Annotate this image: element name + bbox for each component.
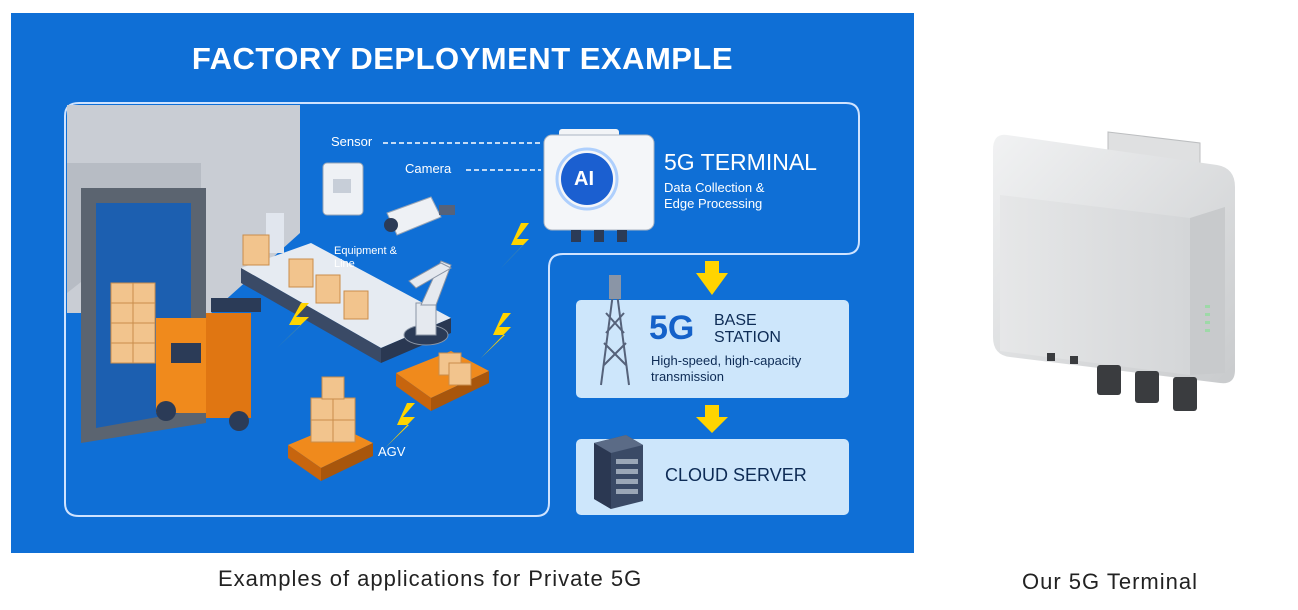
left-caption: Examples of applications for Private 5G: [218, 566, 643, 591]
scene-frame: [64, 102, 860, 517]
agv-1: [396, 351, 489, 411]
terminal-title: 5G TERMINAL: [664, 149, 817, 175]
terminal-device: [543, 129, 655, 242]
equipment-label-line1: Equipment &: [334, 245, 397, 257]
equipment-label-line2: Line: [334, 258, 355, 270]
base-station-box: [576, 300, 849, 398]
sensor-label: Sensor: [331, 134, 373, 149]
terminal-desc-line1: Data Collection &: [664, 180, 765, 195]
agv-label: AGV: [378, 444, 406, 459]
conveyor-side: [241, 268, 381, 363]
agv-2: [288, 376, 373, 481]
bolt-icon-3: [481, 313, 511, 358]
forklift: [156, 298, 261, 431]
terminal-product-image: [993, 131, 1235, 411]
cloud-server-box: [576, 439, 849, 515]
tower-icon: [600, 275, 630, 386]
base-station-desc-line1: High-speed, high-capacity: [651, 353, 802, 368]
base-station-title-line1: BASE: [714, 312, 757, 329]
camera-label: Camera: [405, 161, 452, 176]
camera-device: [384, 196, 455, 236]
cable-glands: [1047, 353, 1197, 411]
bolt-icon-4: [385, 403, 415, 448]
cloud-server-title: CLOUD SERVER: [665, 465, 807, 485]
base-station-desc-line2: transmission: [651, 369, 724, 384]
server-icon: [594, 435, 643, 509]
bolt-icon-1: [501, 223, 529, 268]
pallet-boxes: [110, 282, 156, 364]
diagram-title: FACTORY DEPLOYMENT EXAMPLE: [191, 41, 734, 76]
robot-arm: [403, 260, 453, 346]
factory-deployment-panel: FACTORY DEPLOYMENT EXAMPLE: [11, 13, 914, 553]
sensor-device: [322, 162, 364, 216]
base-station-title-line2: STATION: [714, 329, 781, 346]
conveyor-tower: [266, 213, 284, 253]
down-arrow-icon-2: [696, 405, 728, 433]
base-station-big: 5G: [649, 309, 695, 347]
factory-scene: [64, 102, 860, 517]
conveyor-boxes: [242, 234, 369, 320]
terminal-desc-line2: Edge Processing: [664, 196, 763, 211]
down-arrow-icon-1: [696, 261, 728, 295]
right-caption: Our 5G Terminal: [1022, 569, 1198, 594]
ai-badge: AI: [574, 168, 594, 190]
